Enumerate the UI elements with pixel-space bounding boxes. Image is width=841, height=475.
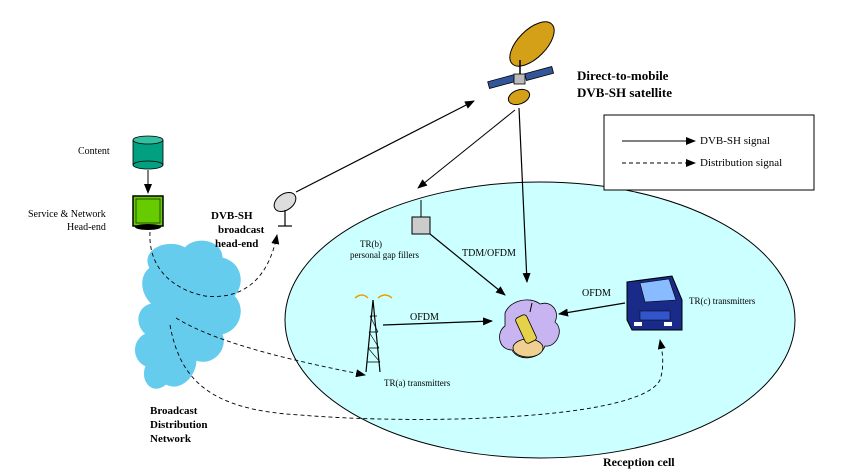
tower-to-phone-arrow	[382, 317, 493, 326]
network-label-line2: Distribution	[150, 419, 207, 431]
legend-dashed-label: Distribution signal	[700, 157, 782, 169]
gap-filler-label-line2: personal gap fillers	[350, 250, 419, 260]
broadcast-headend-line1: DVB-SH	[211, 210, 253, 222]
train-to-phone-arrow	[558, 302, 626, 317]
legend-solid-label: DVB-SH signal	[700, 135, 770, 147]
network-label-line3: Network	[150, 433, 192, 445]
content-label: Content	[78, 146, 110, 157]
headend-to-dish-distribution	[149, 231, 280, 297]
broadcast-headend-line3: head-end	[215, 238, 258, 250]
satellite-to-phone-arrow	[518, 107, 531, 283]
gapfiller-to-phone-arrow	[429, 233, 506, 296]
content-database-icon	[132, 135, 164, 170]
network-to-tower-distribution	[175, 317, 366, 378]
tdm-ofdm-label: TDM/OFDM	[462, 248, 516, 259]
service-headend-icon	[132, 195, 164, 230]
network-to-train-distribution	[169, 324, 666, 420]
ofdm-right-label: OFDM	[582, 288, 611, 299]
network-label-line1: Broadcast	[150, 405, 198, 417]
gap-filler-icon	[411, 200, 431, 235]
reception-cell-label: Reception cell	[603, 455, 675, 469]
mobile-phone-icon	[499, 299, 560, 359]
satellite-to-gapfiller-arrow	[417, 109, 516, 189]
satellite-label-line2: DVB-SH satellite	[577, 85, 672, 100]
broadcast-distribution-cloud	[135, 240, 241, 389]
broadcast-headend-line2: broadcast	[218, 224, 265, 236]
satellite-label-line1: Direct-to-mobile	[577, 68, 669, 83]
headend-label-line1: Service & Network	[28, 209, 106, 220]
broadcast-headend-dish-icon	[273, 191, 297, 227]
train-transmitter-icon	[626, 275, 683, 331]
satellite-icon	[487, 21, 555, 106]
tr-a-label: TR(a) transmitters	[384, 378, 451, 388]
legend-box: DVB-SH signal Distribution signal	[603, 114, 815, 191]
ofdm-left-label: OFDM	[410, 312, 439, 323]
transmitter-tower-icon	[354, 294, 393, 373]
tr-c-label: TR(c) transmitters	[689, 296, 756, 306]
headend-label-line2: Head-end	[67, 222, 106, 233]
uplink-arrow	[295, 100, 475, 193]
gap-filler-label-line1: TR(b)	[360, 239, 382, 249]
